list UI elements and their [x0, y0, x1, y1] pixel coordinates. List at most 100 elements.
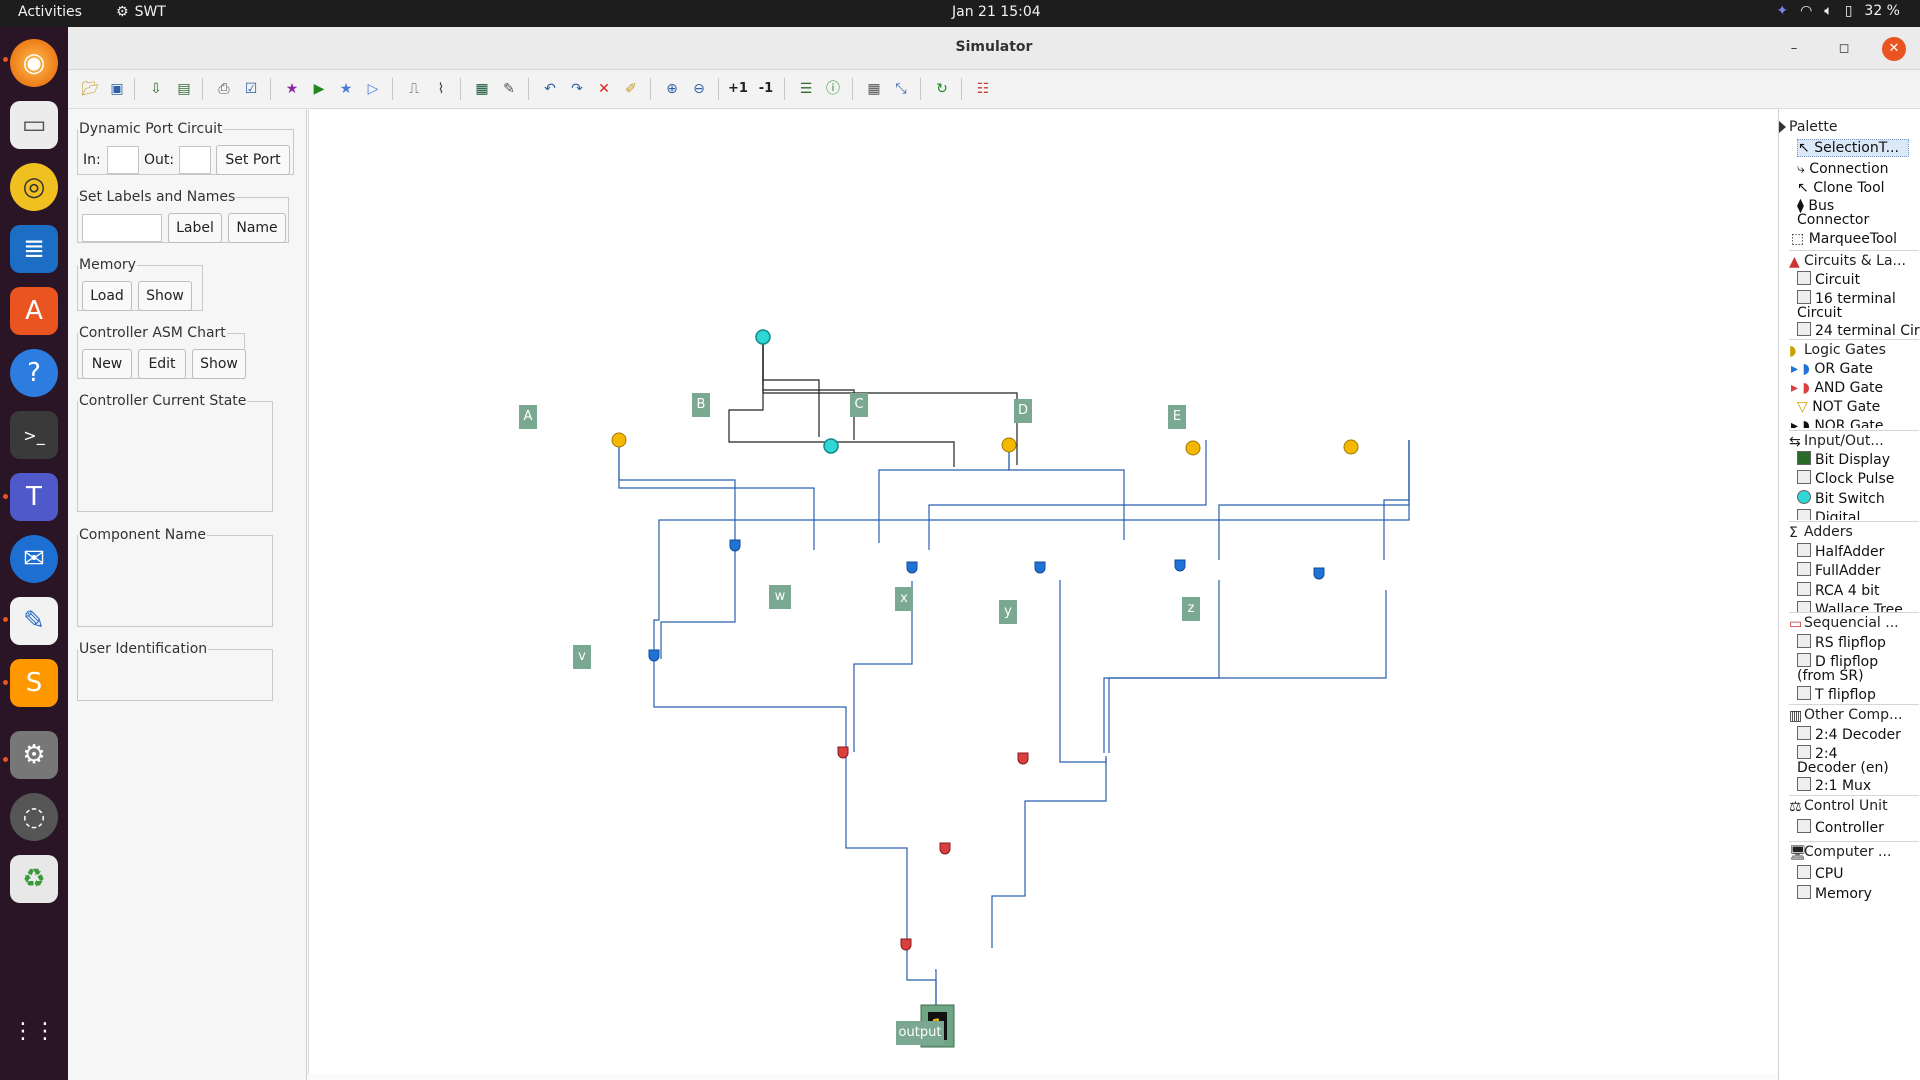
palette-category-computer[interactable]: 🖥︎Computer ... [1789, 841, 1919, 860]
clear-icon[interactable]: ✐ [625, 81, 637, 97]
or-gate[interactable] [1313, 567, 1325, 580]
circuit-canvas[interactable]: 1 A B C D E v w x y z output [308, 110, 1779, 1074]
label-e[interactable]: E [1168, 405, 1186, 429]
clock[interactable]: Jan 21 15:04 [952, 4, 1041, 20]
maximize-button[interactable]: ◻ [1838, 41, 1850, 56]
teams-icon[interactable]: T [10, 473, 58, 521]
palette-category-logic-gates[interactable]: ◗Logic Gates [1789, 339, 1919, 358]
palette-category-control-unit[interactable]: ⚖Control Unit [1789, 795, 1919, 814]
info-icon[interactable]: ⓘ [826, 81, 840, 97]
palette-item-full-adder[interactable]: FullAdder [1797, 562, 1880, 579]
or-gate[interactable] [1174, 559, 1186, 572]
layers-icon[interactable]: ☰ [799, 81, 813, 97]
or-gate[interactable] [906, 561, 918, 574]
thunderbird-icon[interactable]: ✉ [10, 535, 58, 583]
waveform-icon[interactable]: ⌇ [437, 81, 445, 97]
console-icon[interactable]: ▦ [475, 81, 489, 97]
set-port-button[interactable]: Set Port [216, 145, 290, 175]
and-gate[interactable] [1017, 752, 1029, 765]
app-center-icon[interactable]: A [10, 287, 58, 335]
palette-tool-bus[interactable]: ⧫ Bus Connector [1797, 199, 1897, 227]
writer-icon[interactable]: ≣ [10, 225, 58, 273]
sublime-icon[interactable]: S [10, 659, 58, 707]
label-button[interactable]: Label [168, 213, 222, 243]
palette-item-d-flipflop[interactable]: D flipflop (from SR) [1797, 653, 1897, 683]
memory-load-button[interactable]: Load [82, 281, 132, 311]
files-icon[interactable]: ▭ [10, 101, 58, 149]
or-gate[interactable] [1034, 561, 1046, 574]
name-button[interactable]: Name [228, 213, 286, 243]
palette-item-or-gate[interactable]: ▸ ◗ OR Gate [1791, 361, 1873, 377]
zoom-out-icon[interactable]: ⊖ [693, 81, 705, 97]
palette-item-bit-switch[interactable]: Bit Switch [1797, 490, 1885, 507]
app-menu[interactable]: ⚙SWT [116, 4, 166, 20]
trash-icon[interactable]: ♻ [10, 855, 58, 903]
import-icon[interactable]: ▤ [177, 81, 191, 97]
asm-show-button[interactable]: Show [192, 349, 246, 379]
step-star-icon[interactable]: ★ [339, 81, 353, 97]
palette-item-nor-gate[interactable]: ▸ ◗ NOR Gate [1791, 418, 1884, 428]
label-name-input[interactable] [82, 214, 162, 242]
label-c[interactable]: C [850, 393, 868, 417]
palette-tool-marquee[interactable]: ⬚ MarqueeTool [1791, 231, 1897, 247]
memory-show-button[interactable]: Show [138, 281, 192, 311]
palette-item-24-terminal[interactable]: 24 terminal Circuit [1797, 322, 1920, 336]
and-gate[interactable] [900, 938, 912, 951]
label-d[interactable]: D [1014, 399, 1032, 423]
star-icon[interactable]: ★ [285, 81, 299, 97]
palette-category-io[interactable]: ⇆Input/Out... [1789, 430, 1919, 449]
palette-item-controller[interactable]: Controller [1797, 819, 1884, 836]
label-x[interactable]: x [895, 587, 913, 611]
palette-item-mux[interactable]: 2:1 Mux [1797, 777, 1871, 794]
bit-switch-a[interactable] [611, 432, 627, 448]
palette-item-cpu[interactable]: CPU [1797, 865, 1843, 882]
firefox-icon[interactable]: ◉ [10, 39, 58, 87]
palette-tool-selection[interactable]: ↖ SelectionT... [1797, 139, 1909, 157]
palette-item-half-adder[interactable]: HalfAdder [1797, 543, 1884, 560]
clock-pulse[interactable] [755, 329, 771, 345]
asm-edit-button[interactable]: Edit [138, 349, 186, 379]
label-v[interactable]: v [573, 645, 591, 669]
label-w[interactable]: w [769, 585, 791, 609]
text-editor-icon[interactable]: ✎ [10, 597, 58, 645]
or-gate[interactable] [648, 649, 660, 662]
palette-item-and-gate[interactable]: ▸ ◗ AND Gate [1791, 380, 1883, 396]
palette-item-wallace[interactable]: Wallace Tree [1797, 601, 1903, 612]
undo-icon[interactable]: ↶ [544, 81, 556, 97]
rhythmbox-icon[interactable]: ◎ [10, 163, 58, 211]
palette-item-t-flipflop[interactable]: T flipflop [1797, 686, 1876, 703]
zoom-in-icon[interactable]: ⊕ [666, 81, 678, 97]
backup-icon[interactable]: ◌ [10, 793, 58, 841]
palette-item-decoder-en[interactable]: 2:4 Decoder (en) [1797, 745, 1897, 775]
save-icon[interactable]: ▣ [110, 81, 124, 97]
grid-icon[interactable]: ▦ [867, 81, 881, 97]
label-output[interactable]: output [896, 1021, 944, 1045]
asm-new-button[interactable]: New [82, 349, 132, 379]
verify-icon[interactable]: ☑ [244, 81, 258, 97]
out-port-input[interactable] [179, 146, 211, 174]
bit-switch-e[interactable] [1343, 439, 1359, 455]
palette-item-memory[interactable]: Memory [1797, 885, 1872, 902]
open-icon[interactable]: 📂︎ [81, 81, 99, 97]
clock-pulse-b[interactable] [823, 438, 839, 454]
palette-tool-clone[interactable]: ↖ Clone Tool [1797, 180, 1885, 196]
palette-category-other[interactable]: ▥Other Comp... [1789, 704, 1919, 723]
label-z[interactable]: z [1182, 597, 1200, 621]
palette-collapse-icon[interactable] [1779, 121, 1786, 133]
help-icon[interactable]: ? [10, 349, 58, 397]
palette-category-sequential[interactable]: ▭Sequencial ... [1789, 612, 1919, 631]
palette-item-digital[interactable]: Digital [1797, 509, 1860, 520]
print-icon[interactable]: ⎙ [218, 81, 230, 97]
label-y[interactable]: y [999, 600, 1017, 624]
java-app-icon[interactable]: ⚙ [10, 731, 58, 779]
and-gate[interactable] [939, 842, 951, 855]
bit-switch-d[interactable] [1185, 440, 1201, 456]
label-b[interactable]: B [692, 393, 710, 417]
palette-item-decoder[interactable]: 2:4 Decoder [1797, 726, 1901, 743]
palette-tool-connection[interactable]: ⤷ Connection [1797, 161, 1889, 177]
route-icon[interactable]: ⤡ [895, 81, 907, 97]
redo-icon[interactable]: ↷ [571, 81, 583, 97]
show-apps-icon[interactable]: ⋮⋮ [12, 1018, 56, 1044]
delete-icon[interactable]: ✕ [598, 81, 610, 97]
